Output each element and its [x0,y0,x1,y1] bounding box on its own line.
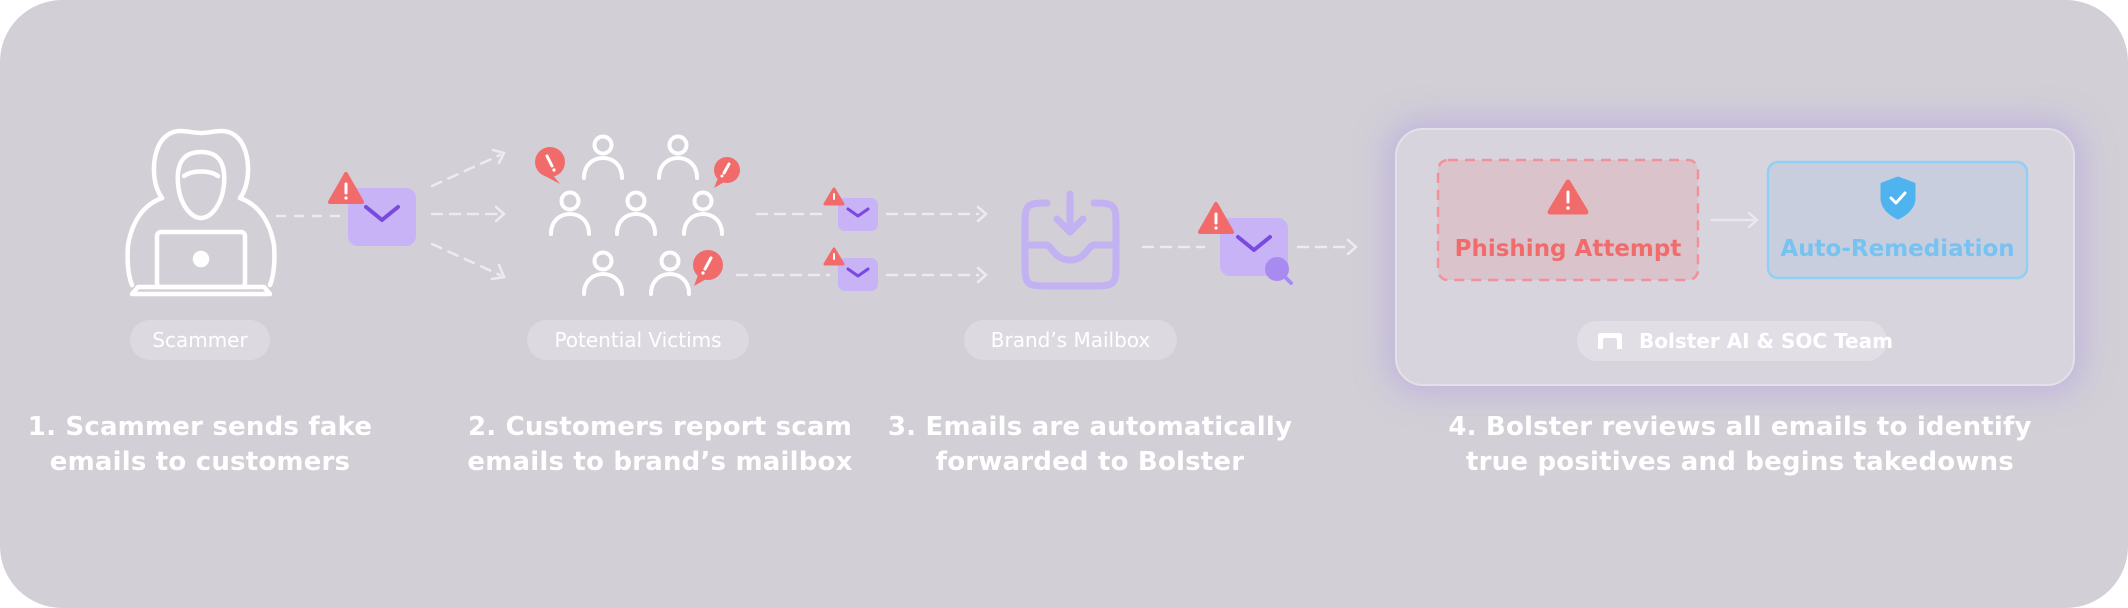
alert-icon [1547,179,1589,215]
scammer-label: Scammer [130,320,270,360]
small-envelope-icon [823,187,878,291]
report-bubble-icon [535,147,740,286]
remediation-box [1766,160,2029,280]
people-icon [549,134,724,296]
flow-arrow [1710,211,1759,229]
step-1-caption: 1. Scammer sends fake emails to customer… [27,412,373,477]
alert-icon [328,172,364,204]
report-connectors [735,205,988,284]
fanout-arrows [430,148,506,281]
bolster-team-badge: Bolster AI & SOC Team [1577,321,1893,361]
step-4-caption: 4. Bolster reviews all emails to identif… [1448,412,2032,477]
phishing-label: Phishing Attempt [1454,236,1682,262]
victims-label: Potential Victims [527,320,749,360]
forward-connectors [1141,238,1358,256]
phishing-box [1436,158,1700,282]
step-2-caption: 2. Customers report scam emails to brand… [467,412,853,477]
envelope-icon [348,188,416,246]
magnifier-icon [1265,257,1293,285]
hacker-icon [125,128,277,297]
inbox-icon [1021,190,1120,290]
remediation-label: Auto-Remediation [1780,236,2015,262]
bolster-team-label: Bolster AI & SOC Team [1639,329,1893,353]
shield-check-icon [1880,176,1916,220]
bolster-logo-icon [1598,333,1622,349]
mailbox-label: Brand’s Mailbox [964,320,1177,360]
step-3-caption: 3. Emails are automatically forwarded to… [887,412,1293,477]
